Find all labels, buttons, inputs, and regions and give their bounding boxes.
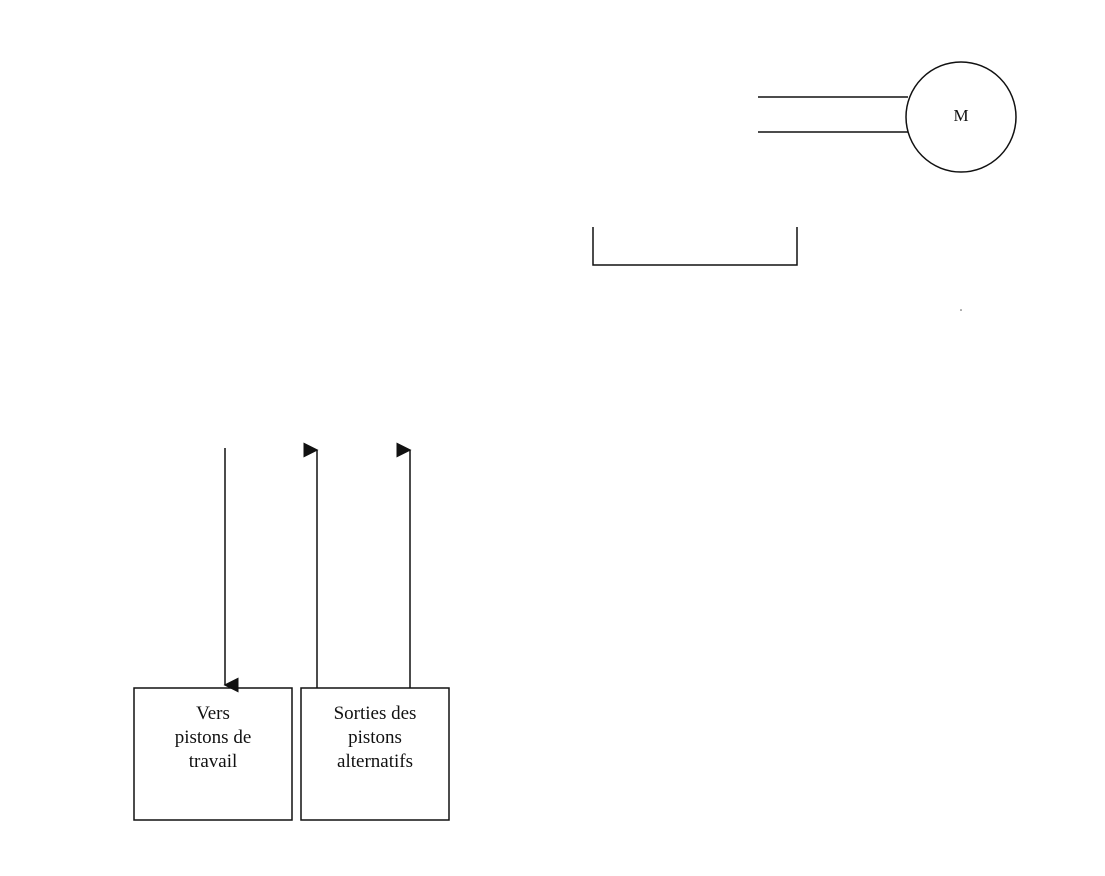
- box-sorties-line-2: pistons: [348, 727, 402, 748]
- motor-label: M: [953, 106, 969, 125]
- motor-circle: [905, 61, 1017, 173]
- box-sorties-line-3: alternatifs: [337, 751, 413, 772]
- box-vers-pistons-label: Vers pistons de travail: [134, 702, 292, 774]
- box-sorties-line-1: Sorties des: [333, 703, 417, 724]
- tray-shape: [592, 227, 798, 266]
- box-vers-line-3: travail: [188, 751, 238, 772]
- stray-dot: [960, 309, 962, 311]
- box-sorties-pistons: [300, 687, 450, 821]
- box-vers-line-1: Vers: [196, 703, 230, 724]
- box-vers-line-2: pistons de: [174, 727, 252, 748]
- box-vers-pistons: [133, 687, 293, 821]
- box-sorties-pistons-label: Sorties des pistons alternatifs: [301, 702, 449, 774]
